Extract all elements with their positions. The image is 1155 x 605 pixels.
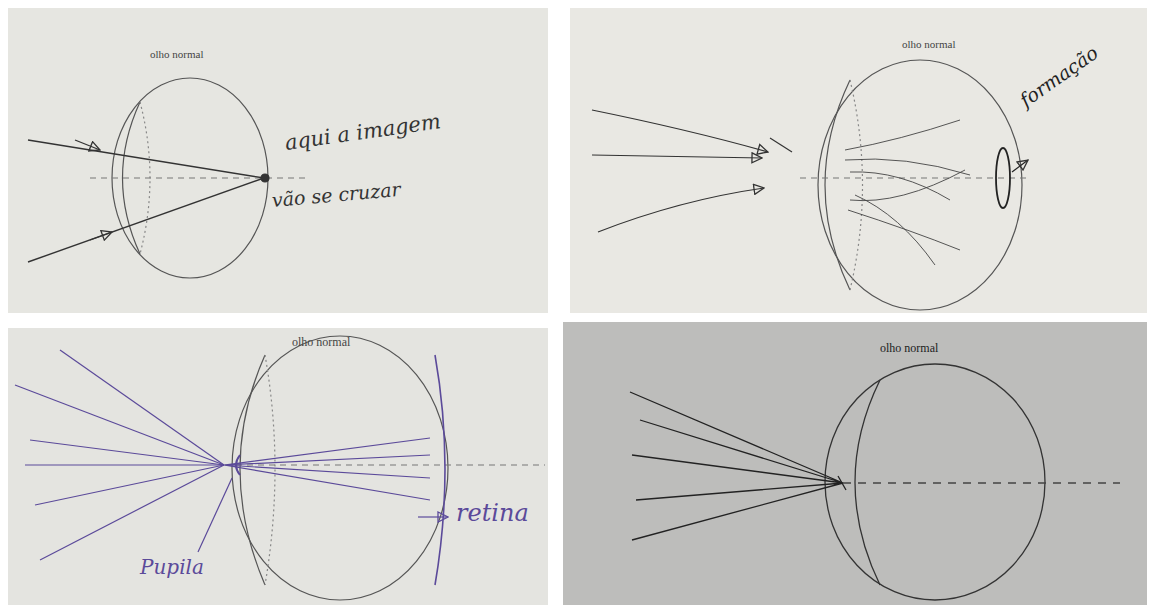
part-label: retina <box>456 500 529 526</box>
eye-drawing <box>592 60 1030 310</box>
handwritten-note: vão se cruzar <box>271 179 401 211</box>
handwritten-note: formação <box>1016 42 1102 111</box>
part-label: Pupila <box>140 556 204 578</box>
photo-panel <box>563 322 1147 605</box>
handwritten-note: aqui a imagem <box>283 110 442 155</box>
photo-panel <box>570 8 1147 313</box>
eye-drawing <box>28 78 305 278</box>
figure-title: olho normal <box>880 342 938 355</box>
figure-title: olho normal <box>902 38 955 50</box>
eye-drawing <box>15 336 545 600</box>
eye-drawing <box>630 364 1120 600</box>
photo-panel <box>8 328 548 605</box>
photo-panel <box>8 8 548 313</box>
figure-title: olho normal <box>150 48 203 60</box>
figure-title: olho normal <box>292 336 350 349</box>
